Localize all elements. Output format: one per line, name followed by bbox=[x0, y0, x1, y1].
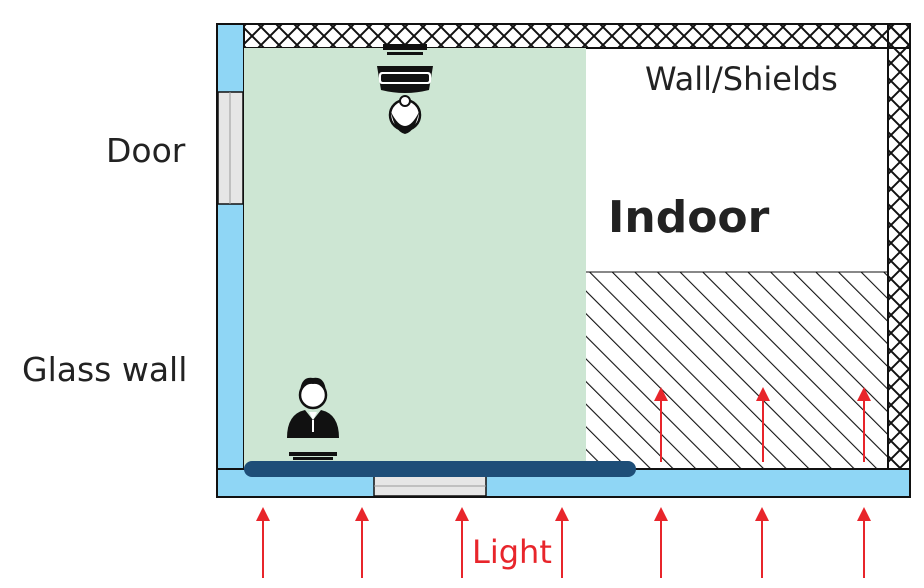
shadow-zone bbox=[586, 272, 888, 469]
inside-light-arrows bbox=[654, 387, 871, 462]
light-label: Light bbox=[472, 533, 552, 571]
right-wall bbox=[887, 23, 911, 470]
sensor-bar bbox=[244, 461, 636, 477]
wall-shields-label: Wall/Shields bbox=[645, 60, 838, 98]
glass-wall-label: Glass wall bbox=[22, 350, 187, 389]
top-wall bbox=[243, 23, 911, 49]
door-label: Door bbox=[106, 131, 186, 170]
left-glass-wall bbox=[216, 23, 245, 470]
outside-light-arrows bbox=[256, 507, 871, 578]
indoor-label: Indoor bbox=[608, 192, 770, 243]
person-headset-top-view-icon bbox=[377, 44, 433, 134]
person-at-desk-icon bbox=[287, 377, 339, 460]
